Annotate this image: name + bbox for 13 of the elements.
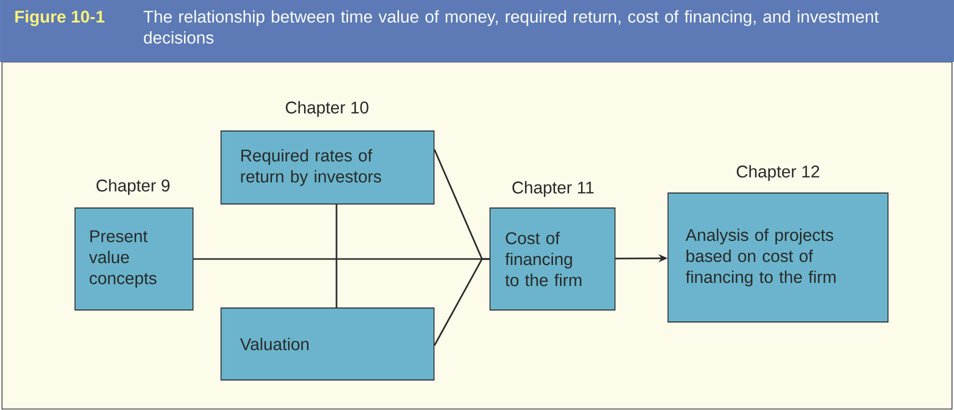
chapter-heading: Chapter 12 bbox=[736, 165, 820, 181]
box-text: Cost of financing to the firm bbox=[505, 232, 582, 286]
figure-number: Figure 10-1 bbox=[15, 10, 104, 26]
connector-line bbox=[434, 258, 490, 346]
box-text: Analysis of projects based on cost of financing to the firm bbox=[686, 228, 836, 286]
title: The relationship between time value of money, required return, cost of financing, and investment decisions bbox=[144, 10, 879, 44]
connector-line bbox=[336, 204, 338, 308]
box-text: Valuation bbox=[240, 338, 309, 350]
chapter-heading: Chapter 10 bbox=[286, 101, 368, 117]
box-text: Required rates of return by investors bbox=[241, 149, 382, 186]
box-text: Present value concepts bbox=[89, 230, 156, 288]
chapter-heading: Chapter 11 bbox=[512, 181, 594, 197]
chapter-heading: Chapter 9 bbox=[96, 179, 170, 195]
